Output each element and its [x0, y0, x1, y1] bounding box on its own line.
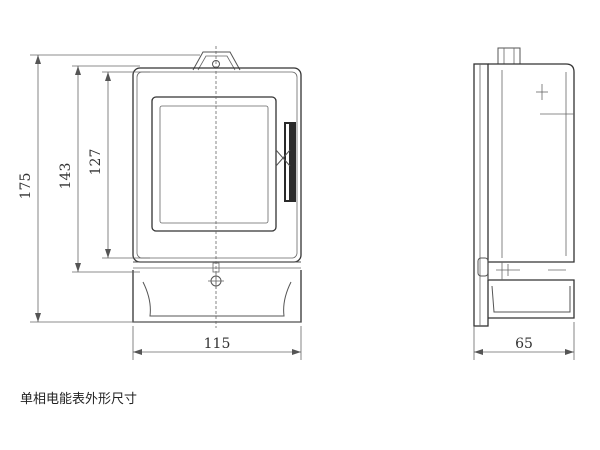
figure-caption: 单相电能表外形尺寸: [20, 392, 138, 407]
side-dimensions: 65: [473, 322, 575, 360]
dim-115-label: 115: [204, 336, 231, 352]
side-base-plate: [473, 63, 489, 327]
front-view: [132, 46, 302, 328]
side-top-bracket: [497, 47, 521, 65]
side-view: [473, 47, 575, 327]
dim-127-label: 127: [88, 149, 104, 176]
dim-65-label: 65: [515, 336, 533, 352]
dim-175-label: 175: [18, 173, 34, 200]
display-window: [151, 96, 277, 232]
terminal-cover: [132, 270, 302, 323]
hanging-hook: [192, 51, 241, 71]
front-dimensions: 175 143 127 115: [18, 54, 302, 360]
dim-143-label: 143: [58, 163, 74, 190]
seal-strip: [275, 122, 296, 202]
side-body: [488, 63, 575, 263]
side-terminal-cover: [488, 279, 575, 319]
